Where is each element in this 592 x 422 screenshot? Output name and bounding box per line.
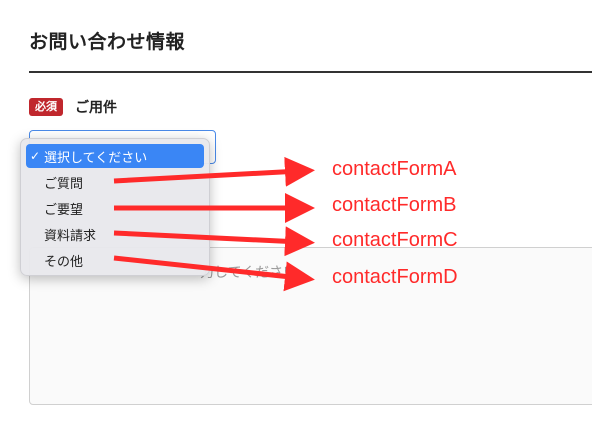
dropdown-option-select[interactable]: ✓ 選択してください xyxy=(26,144,204,168)
section-title: お問い合わせ情報 xyxy=(29,31,186,53)
annotation-contact-form-d: contactFormD xyxy=(332,266,458,288)
title-rule xyxy=(29,71,592,73)
required-badge: 必須 xyxy=(29,98,63,116)
annotation-contact-form-b: contactFormB xyxy=(332,194,457,216)
annotation-contact-form-c: contactFormC xyxy=(332,229,458,251)
dropdown-option-label: 資料請求 xyxy=(44,228,97,244)
dropdown-option-label: その他 xyxy=(44,254,84,270)
arrow-d xyxy=(113,255,315,292)
annotation-contact-form-a: contactFormA xyxy=(332,158,457,180)
dropdown-option-label: ご要望 xyxy=(44,202,84,218)
dropdown-option-label: ご質問 xyxy=(44,176,84,192)
field-label-row: 必須 ご用件 xyxy=(29,96,117,118)
dropdown-option-label: 選択してください xyxy=(44,150,148,166)
inquiry-type-label: ご用件 xyxy=(75,100,117,116)
dropdown-option-other[interactable]: その他 xyxy=(26,248,204,272)
checkmark-icon: ✓ xyxy=(29,149,41,163)
dropdown-option-request[interactable]: ご要望 xyxy=(26,196,204,220)
dropdown-option-materials[interactable]: 資料請求 xyxy=(26,222,204,246)
arrow-a xyxy=(113,156,315,187)
dropdown-option-question[interactable]: ご質問 xyxy=(26,170,204,194)
arrow-c xyxy=(113,226,315,257)
